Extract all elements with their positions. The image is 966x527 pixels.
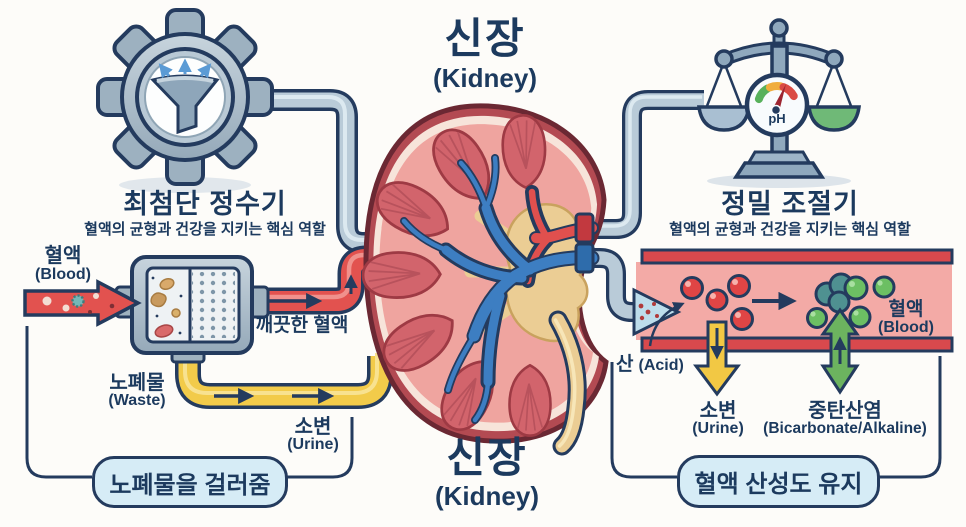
vein-coupling xyxy=(574,242,595,274)
blood-right-label-ko: 혈액 xyxy=(888,299,924,320)
blood-vessel xyxy=(632,248,954,353)
bicarbonate-label-en: (Bicarbonate/Alkaline) xyxy=(763,420,927,437)
acid-pointer-arrow xyxy=(648,302,685,347)
top-title-en: (Kidney) xyxy=(433,63,537,93)
artery-coupling xyxy=(574,212,595,244)
ph-gauge xyxy=(744,72,810,138)
left-section-title: 최첨단 정수기 xyxy=(123,189,287,219)
left-section-subtitle: 혈액의 균형과 건강을 지키는 핵심 역할 xyxy=(84,221,326,238)
acid-label-en: (Acid) xyxy=(638,357,684,374)
blood-inflow-arrow xyxy=(23,279,142,327)
blood-label-ko: 혈액 xyxy=(44,245,82,267)
renal-vein xyxy=(400,154,600,424)
left-summary-text: 노폐물을 걸러줌 xyxy=(109,471,271,499)
acid-label: 산 (Acid) xyxy=(616,349,684,376)
kidney-illustration xyxy=(361,106,606,456)
urine-left-label-en: (Urine) xyxy=(287,436,339,453)
urine-right-label-en: (Urine) xyxy=(692,420,744,437)
bottom-title-en: (Kidney) xyxy=(435,481,539,511)
pipe-kidney-to-vessel xyxy=(590,248,644,322)
pipe-clean-blood xyxy=(248,245,380,315)
right-section-title: 정밀 조절기 xyxy=(721,189,859,219)
bracket-lines xyxy=(25,326,942,479)
clean-blood-label: 깨끗한 혈액 xyxy=(255,315,349,336)
urine-left-label-ko: 소변 xyxy=(294,416,332,438)
bottom-title-ko: 신장 xyxy=(446,434,528,481)
waste-label-ko: 노폐물 xyxy=(109,372,165,394)
right-section-subtitle: 혈액의 균형과 건강을 지키는 핵심 역할 xyxy=(669,221,911,238)
waste-particles xyxy=(150,276,183,338)
gear-funnel-icon xyxy=(96,8,274,193)
urine-right-label-ko: 소변 xyxy=(699,400,737,422)
filter-device xyxy=(114,255,270,364)
ureter xyxy=(548,310,587,456)
bicarbonate-arrow xyxy=(820,307,860,395)
waste-label-en: (Waste) xyxy=(108,392,166,409)
pipe-gear-to-kidney xyxy=(256,89,378,254)
right-summary-text: 혈액 산성도 유지 xyxy=(694,471,863,498)
inflow-arrow xyxy=(632,287,682,337)
pipe-urine xyxy=(175,353,393,409)
right-summary-box: 혈액 산성도 유지 xyxy=(677,455,880,508)
bicarbonate-label-ko: 중탄산염 xyxy=(808,400,882,422)
top-title-ko: 신장 xyxy=(444,15,526,62)
funnel-in-arrows xyxy=(158,58,212,79)
ph-gauge-label: pH xyxy=(768,111,786,126)
blood-label-en: (Blood) xyxy=(35,266,91,283)
ph-scale-icon xyxy=(697,18,861,188)
blood-right-label-en: (Blood) xyxy=(878,319,934,336)
pipe-kidney-to-scale xyxy=(588,90,704,239)
scale-pan-left xyxy=(697,105,751,132)
acid-label-ko: 산 xyxy=(616,354,634,375)
urine-out-arrow xyxy=(693,320,741,397)
scale-pan-right xyxy=(807,105,861,132)
left-summary-box: 노폐물을 걸러줌 xyxy=(92,456,288,508)
